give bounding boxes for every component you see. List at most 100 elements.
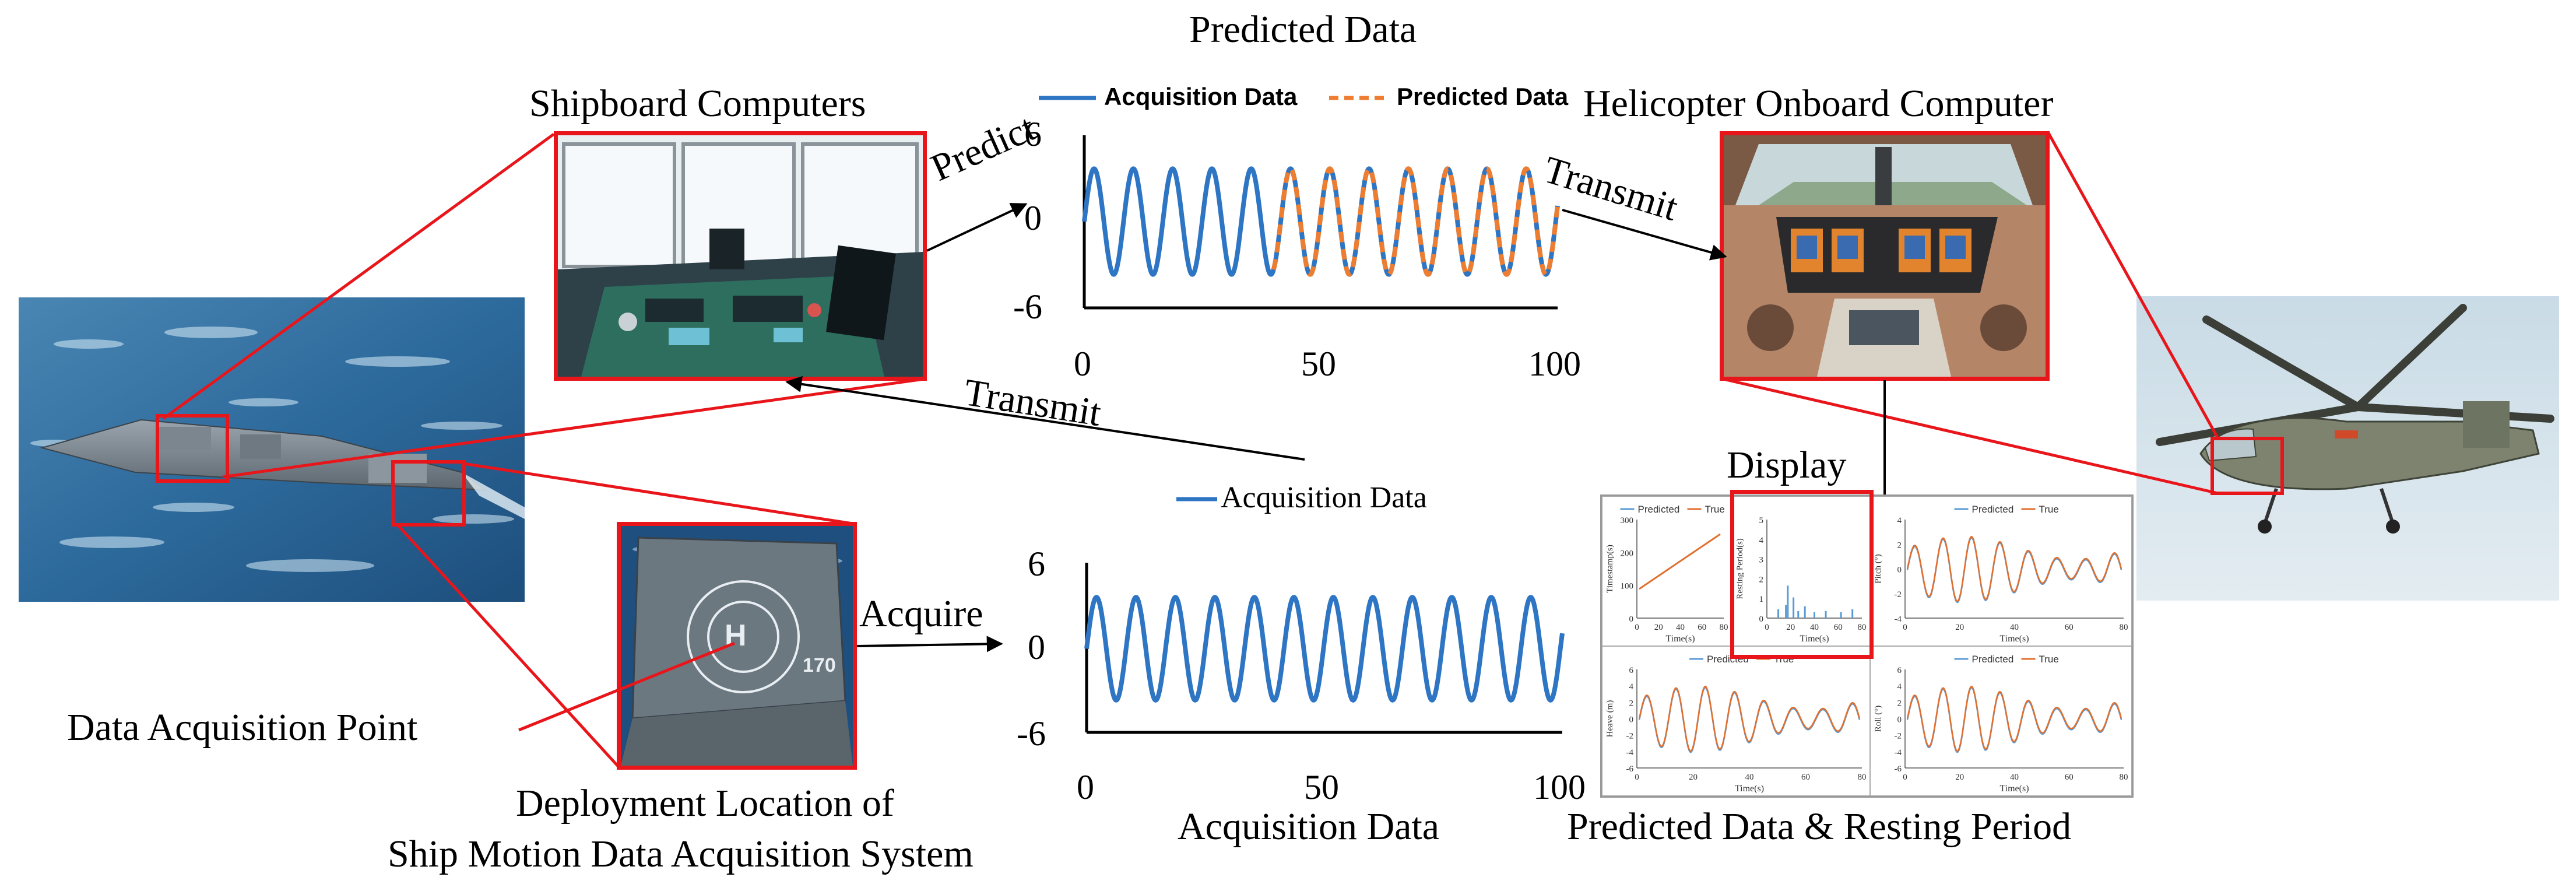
mini-curve-timestamp [1639, 533, 1721, 590]
mini-legend-true-0: True [1705, 504, 1725, 515]
mini-ytick-4-2: 2 [1897, 699, 1902, 708]
mini-legend-pred-2: Predicted [1972, 504, 2014, 515]
mini-ytick-1-3: 2 [1759, 575, 1764, 584]
mini-ytick-3-6: -6 [1626, 764, 1634, 774]
mini-panel-3 [1602, 646, 1871, 796]
mini-xtick-4-3: 60 [2065, 773, 2074, 782]
helicopter-onboard-computer-label: Helicopter Onboard Computer [1583, 82, 2054, 125]
acq-ytick-neg6: -6 [1017, 714, 1046, 753]
mini-ylabel-3: Heave (m) [1605, 700, 1615, 738]
mini-ytick-1-4: 1 [1759, 595, 1764, 604]
mini-curve-pred-4 [1906, 686, 2122, 753]
mini-ytick-2-2: 0 [1897, 566, 1902, 575]
pred-ytick-0: 0 [1024, 199, 1042, 237]
mini-xtick-0-2: 40 [1676, 623, 1685, 632]
helicopter-photo [2136, 296, 2559, 601]
mini-xtick-3-4: 80 [1858, 773, 1867, 782]
acq-ytick-0: 0 [1028, 628, 1045, 667]
mini-legend-true-4: True [2039, 654, 2059, 665]
mini-xtick-3-3: 60 [1801, 773, 1810, 782]
shipboard-computers-label: Shipboard Computers [529, 82, 866, 125]
mini-ytick-4-5: -4 [1895, 748, 1902, 757]
mini-xtick-1-2: 40 [1810, 623, 1819, 632]
mini-xlabel-4: Time(s) [1999, 784, 2029, 794]
mini-xtick-1-3: 60 [1834, 623, 1843, 632]
svg-text:170: 170 [803, 654, 836, 676]
ship-photo [19, 297, 525, 602]
data-acquisition-point-label: Data Acquisition Point [67, 706, 418, 749]
acq-xtick-0: 0 [1077, 768, 1094, 806]
mini-ytick-1-0: 5 [1759, 516, 1764, 525]
mini-ytick-2-1: 2 [1897, 541, 1902, 550]
mini-xtick-1-4: 80 [1858, 623, 1867, 632]
mini-curve-pred-3 [1638, 686, 1861, 753]
pred-ytick-neg6: -6 [1013, 287, 1042, 326]
mini-ylabel-2: Pitch (°) [1874, 554, 1883, 584]
resting-period-highlight [1730, 490, 1874, 659]
mini-xtick-2-2: 40 [2010, 623, 2019, 632]
helideck-photo: H 170 [617, 522, 857, 770]
mini-xtick-1-1: 20 [1786, 623, 1795, 632]
acquisition-chart-series [1084, 595, 1565, 703]
connector-bridge-top [162, 132, 555, 420]
mini-xtick-4-1: 20 [1955, 773, 1964, 782]
mini-curve-true-2 [1906, 535, 2122, 602]
mini-ytick-0-3: 0 [1629, 615, 1634, 624]
cockpit-photo [1720, 131, 2050, 381]
mini-ytick-0-2: 100 [1621, 582, 1634, 591]
mini-xtick-3-2: 40 [1745, 773, 1754, 782]
mini-ytick-0-0: 300 [1621, 516, 1634, 525]
mini-ytick-4-4: -2 [1895, 732, 1902, 741]
predicted-data-title: Predicted Data [1189, 8, 1417, 51]
display-label: Display [1727, 444, 1847, 486]
mini-ytick-0-1: 200 [1621, 549, 1634, 558]
mini-legend-pred-4: Predicted [1972, 654, 2014, 665]
mini-xtick-0-0: 0 [1635, 623, 1639, 632]
mini-ytick-2-3: -2 [1895, 590, 1902, 599]
mini-xlabel-2: Time(s) [1999, 634, 2029, 644]
mini-ytick-1-2: 3 [1759, 556, 1764, 565]
ship-bridge-highlight [156, 414, 229, 483]
pred-xtick-100: 100 [1528, 345, 1581, 383]
mini-ytick-4-1: 4 [1897, 682, 1902, 692]
mini-xtick-2-3: 60 [2065, 623, 2074, 632]
acq-xtick-50: 50 [1304, 768, 1339, 806]
mini-xlabel-1: Time(s) [1800, 634, 1829, 644]
predicted-chart-series [1082, 166, 1560, 277]
mini-xtick-0-3: 60 [1698, 623, 1706, 632]
mini-ytick-3-4: -2 [1626, 732, 1634, 741]
acq-xtick-100: 100 [1533, 768, 1586, 806]
mini-panel-2 [1869, 496, 2132, 647]
mini-legend-pred-0: Predicted [1638, 504, 1680, 515]
mini-panel-1 [1731, 496, 1871, 647]
mini-ytick-1-5: 0 [1759, 615, 1764, 624]
acquire-label: Acquire [859, 592, 983, 635]
mini-ytick-4-6: -6 [1895, 764, 1902, 774]
mini-legend-true-2: True [2039, 504, 2059, 515]
acquisition-data-title: Acquisition Data [1178, 805, 1440, 848]
mini-xtick-4-4: 80 [2120, 773, 2128, 782]
mini-xtick-0-1: 20 [1654, 623, 1663, 632]
pred-ytick-6: 6 [1024, 115, 1042, 153]
arrow-acquire [856, 636, 1003, 653]
mini-ytick-3-0: 6 [1629, 666, 1634, 675]
legend-label-acquisition-top: Acquisition Data [1104, 83, 1298, 110]
mini-xlabel-3: Time(s) [1735, 784, 1764, 794]
mini-ytick-3-2: 2 [1629, 699, 1634, 708]
mini-xtick-2-1: 20 [1955, 623, 1964, 632]
connector-helideck-top [463, 462, 853, 525]
mini-xtick-2-4: 80 [2120, 623, 2128, 632]
connector-cockpit-heli-bottom [1723, 377, 2219, 495]
helicopter-cockpit-highlight [2210, 437, 2284, 495]
mini-ytick-2-0: 4 [1897, 516, 1902, 525]
pred-xtick-50: 50 [1301, 345, 1336, 383]
arrow-transmit-top [1562, 209, 1727, 261]
mini-xtick-2-0: 0 [1903, 623, 1907, 632]
legend-label-predicted-top: Predicted Data [1397, 83, 1569, 110]
arrow-predict [926, 203, 1028, 252]
predicted-resting-title: Predicted Data & Resting Period [1567, 805, 2072, 848]
